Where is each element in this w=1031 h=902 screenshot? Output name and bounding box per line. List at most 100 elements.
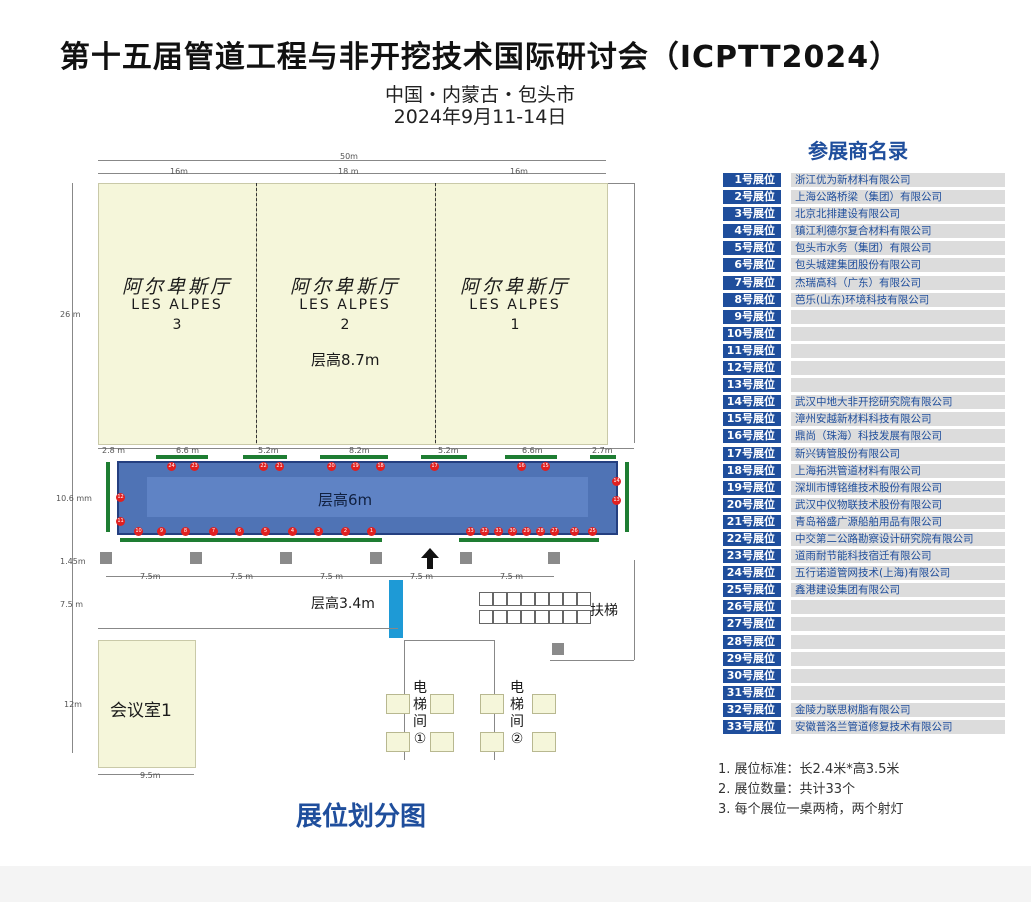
exhibitor-row[interactable]: 23号展位道雨耐节能科技宿迁有限公司 <box>723 549 1005 564</box>
wall <box>98 628 398 629</box>
elevator-car <box>480 694 504 714</box>
exhibitor-row[interactable]: 5号展位包头市水务（集团）有限公司 <box>723 241 1005 256</box>
booth-20[interactable]: 20 <box>327 462 336 471</box>
booth-27[interactable]: 27 <box>550 527 559 536</box>
dim-a1: 2.8 m <box>102 446 126 455</box>
booth-5[interactable]: 5 <box>261 527 270 536</box>
booth-18[interactable]: 18 <box>376 462 385 471</box>
display-bar-bottom <box>120 538 382 542</box>
booth-1[interactable]: 1 <box>367 527 376 536</box>
booth-14[interactable]: 14 <box>612 477 621 486</box>
note-line: 2. 展位数量：共计33个 <box>718 782 856 797</box>
dim-w2: 18 m <box>338 167 359 176</box>
exhibitor-row[interactable]: 3号展位北京北排建设有限公司 <box>723 207 1005 222</box>
booth-15[interactable]: 15 <box>541 462 550 471</box>
booth-2[interactable]: 2 <box>341 527 350 536</box>
exhibitor-row[interactable]: 20号展位武汉中仪物联技术股份有限公司 <box>723 497 1005 512</box>
booth-11[interactable]: 11 <box>116 517 125 526</box>
elevator-1-label[interactable]: 电 梯 间 ① <box>413 680 427 747</box>
dates: 2024年9月11-14日 <box>393 106 567 128</box>
exhibitor-row[interactable]: 17号展位新兴铸管股份有限公司 <box>723 446 1005 461</box>
pillar <box>548 552 560 564</box>
booth-23[interactable]: 23 <box>190 462 199 471</box>
hall-2-num: 2 <box>340 317 350 333</box>
exhibitor-row[interactable]: 18号展位上海拓洪管道材料有限公司 <box>723 463 1005 478</box>
exhibitor-row[interactable]: 9号展位 <box>723 309 1005 324</box>
exhibitor-row[interactable]: 28号展位 <box>723 634 1005 649</box>
exhibitor-row[interactable]: 10号展位 <box>723 326 1005 341</box>
booth-4[interactable]: 4 <box>288 527 297 536</box>
exhibitor-row[interactable]: 24号展位五行诺道管网技术(上海)有限公司 <box>723 566 1005 581</box>
exhibitor-row[interactable]: 7号展位杰瑞高科（广东）有限公司 <box>723 275 1005 290</box>
booth-32[interactable]: 32 <box>480 527 489 536</box>
booth-17[interactable]: 17 <box>430 462 439 471</box>
dim-a5: 5.2m <box>438 446 459 455</box>
exhibitor-row[interactable]: 12号展位 <box>723 361 1005 376</box>
hall-3-num: 3 <box>172 317 182 333</box>
booth-30[interactable]: 30 <box>508 527 517 536</box>
elevator-2-label[interactable]: 电 梯 间 ② <box>510 680 524 747</box>
exhibitor-row[interactable]: 14号展位武汉中地大非开挖研究院有限公司 <box>723 395 1005 410</box>
booth-3[interactable]: 3 <box>314 527 323 536</box>
booth-12[interactable]: 12 <box>116 493 125 502</box>
partition-line <box>256 183 257 443</box>
exhibitor-row[interactable]: 26号展位 <box>723 600 1005 615</box>
display-bar-left <box>106 462 110 532</box>
booth-29[interactable]: 29 <box>522 527 531 536</box>
exhibitor-row[interactable]: 6号展位包头城建集团股份有限公司 <box>723 258 1005 273</box>
wall <box>550 660 634 661</box>
dim-meeting-width: 9.5m <box>140 771 161 780</box>
exhibitor-row[interactable]: 22号展位中交第二公路勘察设计研究院有限公司 <box>723 531 1005 546</box>
booth-13[interactable]: 13 <box>612 496 621 505</box>
booth-31[interactable]: 31 <box>494 527 503 536</box>
booth-26[interactable]: 26 <box>570 527 579 536</box>
exhibitor-row[interactable]: 15号展位漳州安越新材料科技有限公司 <box>723 412 1005 427</box>
booth-22[interactable]: 22 <box>259 462 268 471</box>
exhibitor-row[interactable]: 29号展位 <box>723 651 1005 666</box>
meeting-room-label: 会议室1 <box>110 701 172 721</box>
booth-6[interactable]: 6 <box>235 527 244 536</box>
exhibitor-row[interactable]: 27号展位 <box>723 617 1005 632</box>
exhibitor-row[interactable]: 8号展位芭乐(山东)环境科技有限公司 <box>723 292 1005 307</box>
partition-line <box>435 183 436 443</box>
exhibitor-row[interactable]: 13号展位 <box>723 378 1005 393</box>
booth-8[interactable]: 8 <box>181 527 190 536</box>
exhibitor-row[interactable]: 11号展位 <box>723 343 1005 358</box>
dim-meeting-depth: 12m <box>64 700 82 709</box>
hall-3-en: LES ALPES <box>131 297 223 313</box>
dim-w1: 16m <box>170 167 188 176</box>
booth-24[interactable]: 24 <box>167 462 176 471</box>
display-bar <box>156 455 208 459</box>
booth-7[interactable]: 7 <box>209 527 218 536</box>
exhibitor-row[interactable]: 1号展位浙江优为新材料有限公司 <box>723 173 1005 187</box>
booth-28[interactable]: 28 <box>536 527 545 536</box>
exhibitor-row[interactable]: 33号展位安徽普洛兰管道修复技术有限公司 <box>723 720 1005 734</box>
dim-line-pillars <box>106 576 554 577</box>
exhibitor-row[interactable]: 21号展位青岛裕盛广源船舶用品有限公司 <box>723 514 1005 529</box>
exhibitor-row[interactable]: 30号展位 <box>723 668 1005 683</box>
booth-10[interactable]: 10 <box>134 527 143 536</box>
hall-1[interactable] <box>435 183 608 445</box>
booth-16[interactable]: 16 <box>517 462 526 471</box>
foyer-inner <box>147 477 588 517</box>
exhibitor-row[interactable]: 2号展位上海公路桥梁（集团）有限公司 <box>723 190 1005 205</box>
meeting-room-1[interactable] <box>98 640 196 768</box>
exhibitor-row[interactable]: 4号展位镇江利德尔复合材料有限公司 <box>723 224 1005 239</box>
exhibitor-row[interactable]: 19号展位深圳市博铭维技术股份有限公司 <box>723 480 1005 495</box>
exhibitor-row[interactable]: 32号展位金陵力联思树脂有限公司 <box>723 702 1005 717</box>
booth-33[interactable]: 33 <box>466 527 475 536</box>
hall-1-name: 阿尔卑斯厅 <box>459 276 570 298</box>
display-bar <box>243 455 287 459</box>
exhibitor-row[interactable]: 31号展位 <box>723 685 1005 700</box>
display-bar <box>421 455 467 459</box>
hall-1-en: LES ALPES <box>469 297 561 313</box>
exhibitor-row[interactable]: 16号展位鼎尚（珠海）科技发展有限公司 <box>723 429 1005 444</box>
booth-9[interactable]: 9 <box>157 527 166 536</box>
hall-3[interactable] <box>98 183 258 445</box>
exhibitor-row[interactable]: 25号展位鑫港建设集团有限公司 <box>723 583 1005 598</box>
booth-19[interactable]: 19 <box>351 462 360 471</box>
booth-21[interactable]: 21 <box>275 462 284 471</box>
dim-p5: 7.5 m <box>500 572 524 581</box>
hall-2[interactable] <box>256 183 437 445</box>
booth-25[interactable]: 25 <box>588 527 597 536</box>
